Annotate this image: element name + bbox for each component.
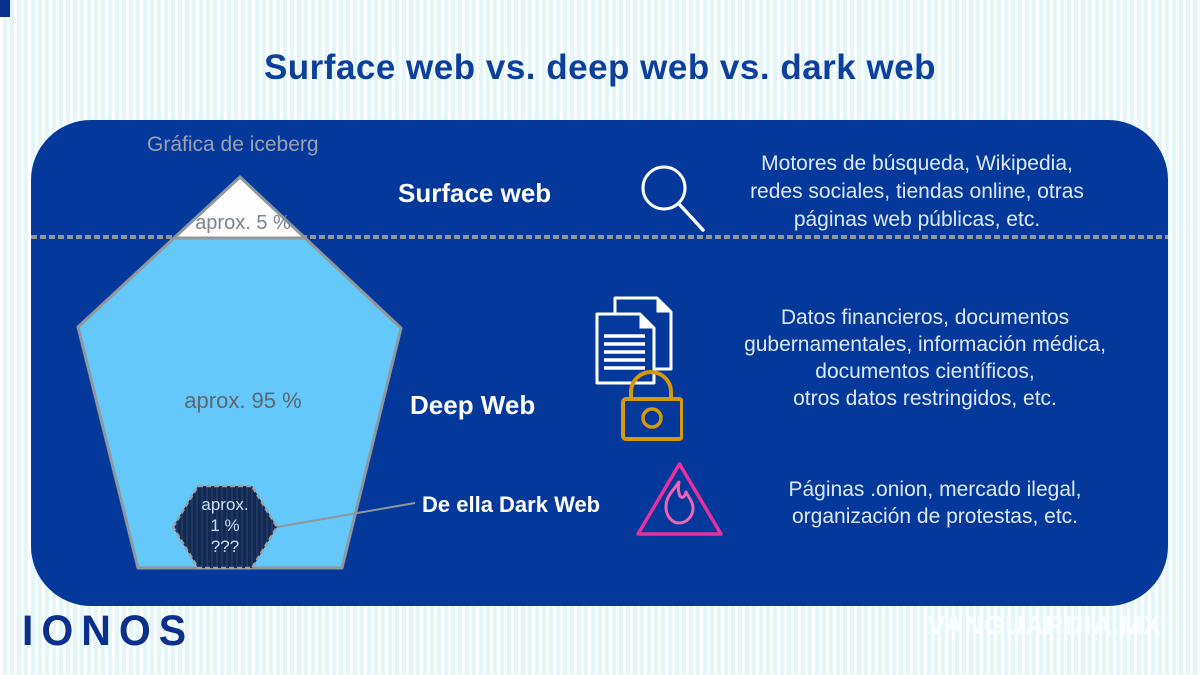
- page-title: Surface web vs. deep web vs. dark web: [263, 48, 937, 87]
- iceberg-tip: [172, 175, 307, 240]
- watermark-text: VANGUARDIA.MX: [928, 610, 1162, 640]
- surface-web-label: Surface web: [398, 178, 552, 208]
- deep-share-label: aprox. 95 %: [184, 388, 302, 413]
- main-panel: Gráfica de iceberg aprox. 5 % aprox. 95 …: [31, 120, 1168, 606]
- dark-web-description: Páginas .onion, mercado ilegal, organiza…: [788, 478, 1082, 528]
- deep-web-description: Datos financieros, documentos gubernamen…: [744, 306, 1106, 410]
- dark-web-label: De ella Dark Web: [422, 492, 601, 517]
- documents-padlock-icon: [595, 296, 683, 441]
- warning-flame-icon: [636, 462, 723, 536]
- padlock-body-icon: [621, 397, 683, 441]
- surface-share-label: aprox. 5 %: [195, 212, 291, 234]
- document-front-icon: [595, 312, 656, 385]
- corner-mark: [0, 0, 10, 17]
- search-icon: [641, 165, 705, 232]
- dark-web-leader-line: [276, 502, 416, 528]
- deep-web-label: Deep Web: [410, 390, 536, 420]
- dark-share-label: aprox. 1 % ???: [201, 495, 249, 556]
- diagram-caption: Gráfica de iceberg: [147, 133, 319, 156]
- ionos-logo: IONOS: [22, 606, 195, 655]
- padlock-shackle-icon: [629, 370, 673, 399]
- dark-web-hexagon: [171, 484, 279, 570]
- warning-triangle-icon: [636, 462, 723, 536]
- iceberg-graphic: [31, 175, 1168, 570]
- surface-web-description: Motores de búsqueda, Wikipedia, redes so…: [750, 152, 1084, 231]
- flame-icon: [664, 480, 695, 525]
